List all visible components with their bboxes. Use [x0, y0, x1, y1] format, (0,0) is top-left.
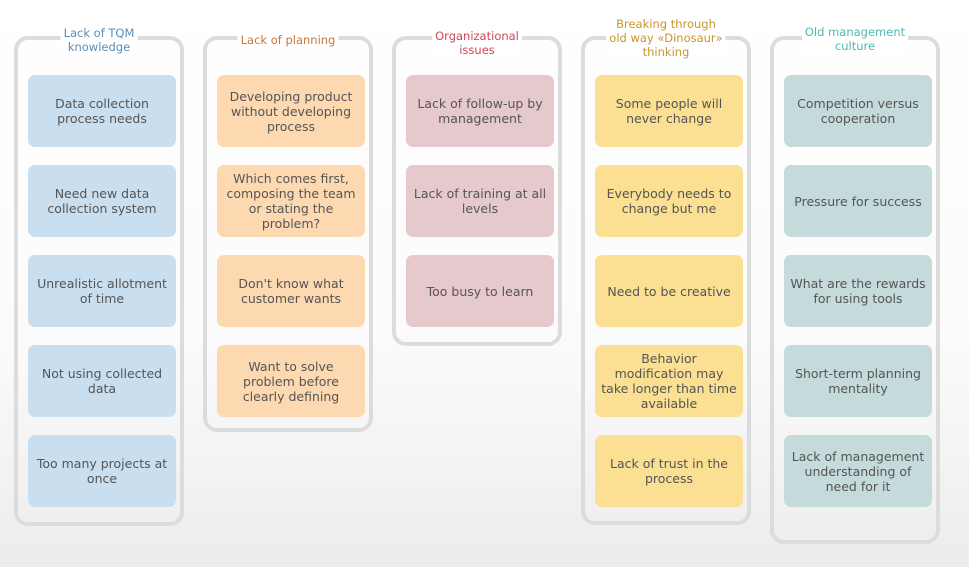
cause-card: Need new data collection system [28, 165, 176, 237]
category-title-line: issues [459, 43, 495, 57]
cause-card: Lack of follow-up by management [406, 75, 554, 147]
cause-card: Competition versus cooperation [784, 75, 932, 147]
cause-card: Too many projects at once [28, 435, 176, 507]
cause-card: Data collection process needs [28, 75, 176, 147]
cause-card: Too busy to learn [406, 255, 554, 327]
category-title-line: thinking [642, 45, 690, 59]
cause-card: Some people will never change [595, 75, 743, 147]
cause-card: Don't know what customer wants [217, 255, 365, 327]
cause-card: Developing product without developing pr… [217, 75, 365, 147]
category-title-line: Old management [804, 25, 906, 39]
cause-card: Which comes first, composing the team or… [217, 165, 365, 237]
cause-card: Everybody needs to change but me [595, 165, 743, 237]
cause-card: What are the rewards for using tools [784, 255, 932, 327]
cause-card: Lack of trust in the process [595, 435, 743, 507]
category-title-line: Organizational [435, 29, 519, 43]
category-title-line: Lack of TQM [63, 26, 135, 40]
cause-card: Lack of management understanding of need… [784, 435, 932, 507]
cause-card: Behavior modification may take longer th… [595, 345, 743, 417]
cause-card: Want to solve problem before clearly def… [217, 345, 365, 417]
category-title-line: culture [834, 39, 876, 53]
category-title-line: old way «Dinosaur» [609, 31, 723, 45]
cause-card: Need to be creative [595, 255, 743, 327]
cause-card: Not using collected data [28, 345, 176, 417]
cause-card: Unrealistic allotment of time [28, 255, 176, 327]
category-title-line: Lack of planning [240, 33, 336, 47]
category-title-line: Breaking through [616, 17, 716, 31]
cause-card: Pressure for success [784, 165, 932, 237]
cause-card: Short-term planning mentality [784, 345, 932, 417]
category-title: Lack of planning [237, 33, 339, 47]
category-title-line: knowledge [67, 40, 131, 54]
cause-card: Lack of training at all levels [406, 165, 554, 237]
